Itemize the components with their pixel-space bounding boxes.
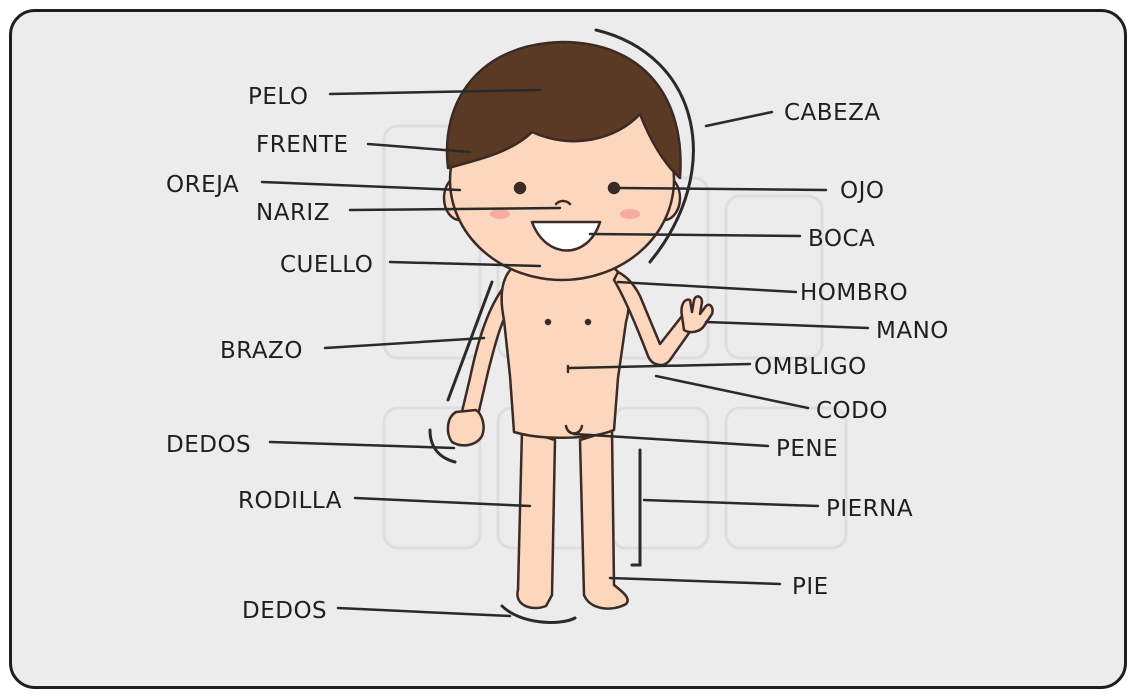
left-hand — [446, 408, 485, 447]
label-pene: PENE — [776, 436, 838, 462]
mouth — [530, 220, 602, 252]
line-brazo — [323, 336, 486, 350]
label-hombro: HOMBRO — [800, 280, 908, 306]
label-nariz: NARIZ — [256, 200, 330, 226]
watermark-box-a — [382, 406, 482, 550]
label-mano: MANO — [876, 318, 949, 344]
label-cuello: CUELLO — [280, 252, 373, 278]
line-cabeza — [704, 110, 774, 128]
label-ojo: OJO — [840, 178, 885, 204]
line-pene — [572, 432, 770, 448]
line-ombligo — [568, 362, 752, 370]
leader-lines — [260, 88, 870, 618]
left-leg — [516, 428, 557, 610]
label-ombligo: OMBLIGO — [754, 354, 867, 380]
labels: PELO FRENTE OREJA NARIZ CUELLO BRAZO DED… — [166, 84, 949, 624]
leg-bracket — [630, 448, 642, 567]
line-rodilla — [353, 496, 532, 508]
left-nipple — [544, 318, 552, 326]
child-figure — [442, 40, 714, 610]
right-leg — [578, 428, 629, 610]
right-eye — [607, 181, 621, 195]
bracket-lines — [428, 28, 695, 624]
foot-bracket — [500, 604, 577, 624]
line-dedos-pie — [336, 606, 512, 618]
line-cuello — [388, 260, 542, 268]
watermark-box-e — [724, 406, 848, 550]
head-bracket — [594, 28, 695, 264]
label-brazo: BRAZO — [220, 338, 303, 364]
label-pie: PIE — [792, 574, 829, 600]
line-pie — [608, 576, 782, 586]
right-cheek — [620, 209, 640, 219]
label-dedos-mano: DEDOS — [166, 432, 251, 458]
line-frente — [366, 142, 472, 154]
watermark-box-u — [724, 194, 824, 360]
label-oreja: OREJA — [166, 172, 239, 198]
hair — [445, 40, 682, 180]
line-codo — [654, 374, 810, 410]
hand-bracket — [428, 428, 457, 464]
watermark-box-t — [610, 406, 710, 550]
line-pierna — [642, 498, 820, 508]
left-cheek — [490, 209, 510, 219]
label-codo: CODO — [816, 398, 888, 424]
torso — [500, 259, 630, 440]
label-rodilla: RODILLA — [238, 488, 342, 514]
label-dedos-pie: DEDOS — [242, 598, 327, 624]
label-frente: FRENTE — [256, 132, 349, 158]
right-nipple — [584, 318, 592, 326]
line-dedos-mano — [268, 440, 456, 450]
line-nariz — [348, 206, 562, 212]
label-cabeza: CABEZA — [784, 100, 881, 126]
arm-bracket — [446, 280, 494, 402]
label-pierna: PIERNA — [826, 496, 913, 522]
line-hombro — [616, 280, 798, 294]
left-eye — [513, 181, 527, 195]
right-hand — [680, 295, 714, 334]
nose — [554, 199, 572, 206]
line-pelo — [328, 88, 542, 96]
line-mano — [704, 320, 870, 330]
line-ojo — [618, 186, 828, 192]
label-boca: BOCA — [808, 226, 875, 252]
line-oreja — [260, 180, 462, 192]
line-boca — [588, 232, 802, 238]
groin — [564, 424, 584, 435]
label-pelo: PELO — [248, 84, 309, 110]
